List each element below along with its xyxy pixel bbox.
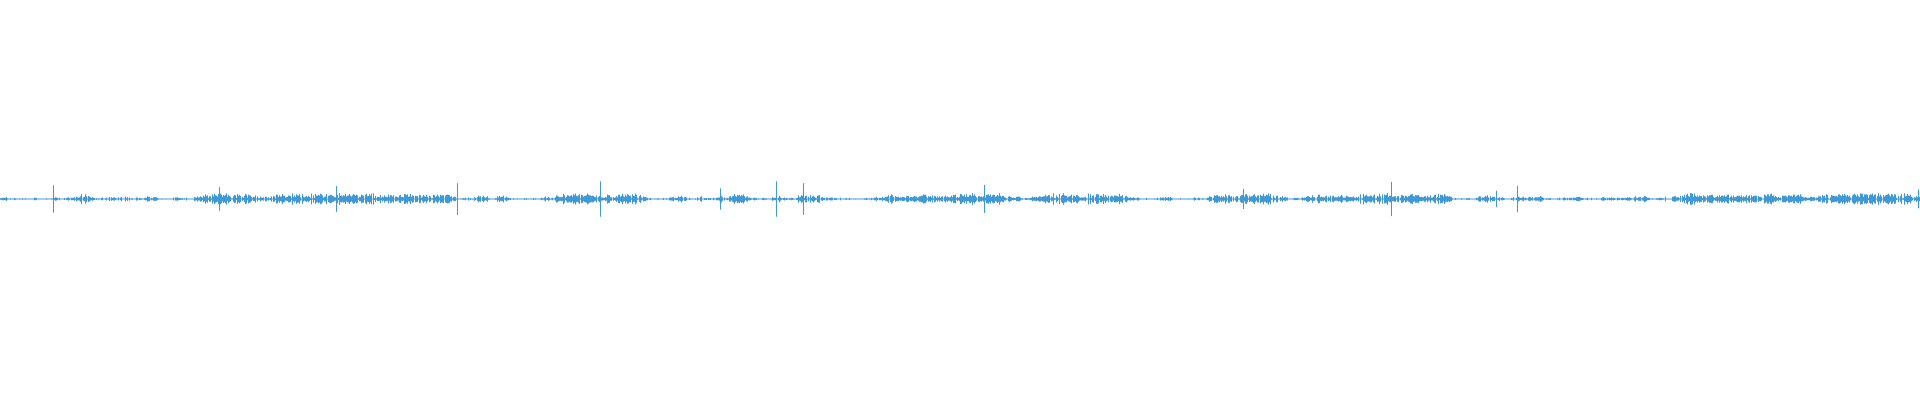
waveform-path (0, 181, 1920, 217)
